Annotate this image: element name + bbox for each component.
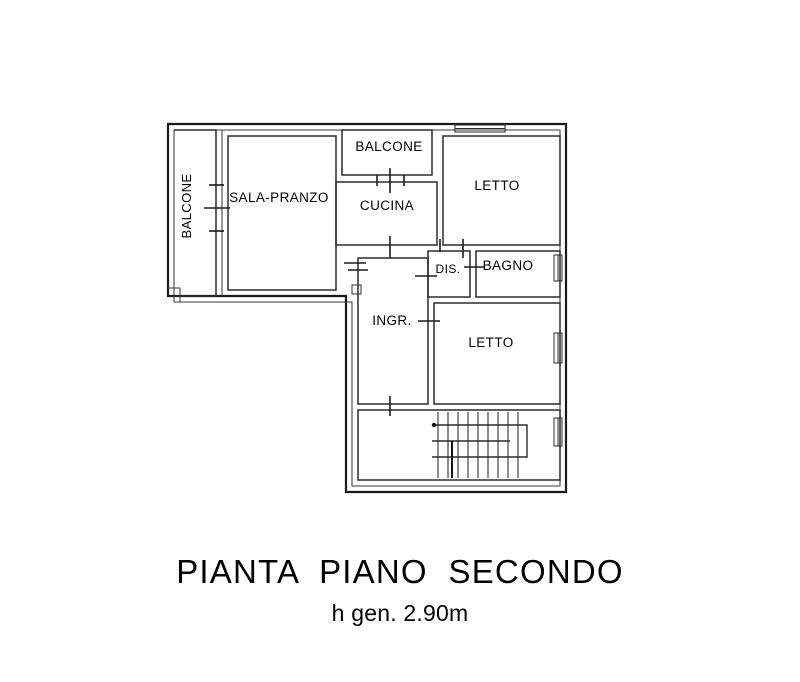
room-label-cucina: CUCINA xyxy=(360,198,414,213)
room-label-letto-bottom: LETTO xyxy=(468,335,513,350)
vano-scala-walls xyxy=(357,409,561,481)
room-balcone-top: BALCONE xyxy=(341,129,433,193)
room-label-ingr: INGR. xyxy=(372,313,412,328)
outer-wall-left-notch xyxy=(168,287,181,302)
ingr-wall-jamb xyxy=(351,284,362,295)
page-title: PIANTA PIANO SECONDO xyxy=(176,553,624,590)
outer-wall-path xyxy=(166,122,568,494)
outer-walls xyxy=(166,122,568,494)
room-letto-bottom: LETTO xyxy=(433,302,563,405)
letto-top-walls xyxy=(442,135,561,246)
room-balcone-left: BALCONE xyxy=(174,129,230,297)
window-vano-scala-right xyxy=(553,417,563,447)
balcone-left-walls xyxy=(174,129,217,297)
window-letto-top xyxy=(454,124,506,133)
outer-wall-inner-face xyxy=(173,129,561,487)
room-cucina: CUCINA xyxy=(335,181,438,258)
room-ingr: INGR. xyxy=(348,257,440,416)
room-label-balcone-top: BALCONE xyxy=(355,139,422,154)
room-label-sala-pranzo: SALA-PRANZO xyxy=(229,190,329,205)
room-bagno: BAGNO xyxy=(464,250,563,298)
sala-pranzo-walls xyxy=(227,135,337,291)
stair-landing-rail xyxy=(432,424,528,458)
balcone-top-walls xyxy=(341,129,433,176)
letto-bottom-walls xyxy=(433,302,561,405)
window-letto-bottom-right xyxy=(553,332,563,364)
stair-start-dot xyxy=(431,422,437,428)
door-marks-group xyxy=(344,239,441,264)
room-sala-pranzo: SALA-PRANZO xyxy=(227,135,337,291)
room-label-bagno: BAGNO xyxy=(483,258,534,273)
room-vano-scala xyxy=(357,409,563,481)
staircase xyxy=(431,412,528,478)
room-label-dis: DIS. xyxy=(436,262,461,276)
bagno-walls xyxy=(475,250,561,298)
cucina-walls xyxy=(335,181,438,246)
room-letto-top: LETTO xyxy=(442,124,561,258)
title-block: PIANTA PIANO SECONDO h gen. 2.90m xyxy=(0,552,800,628)
room-label-balcone-left: BALCONE xyxy=(179,174,194,239)
room-label-letto-top: LETTO xyxy=(474,178,519,193)
page-subtitle: h gen. 2.90m xyxy=(331,600,469,626)
ingr-walls xyxy=(357,257,429,405)
window-bagno-right xyxy=(553,254,563,282)
